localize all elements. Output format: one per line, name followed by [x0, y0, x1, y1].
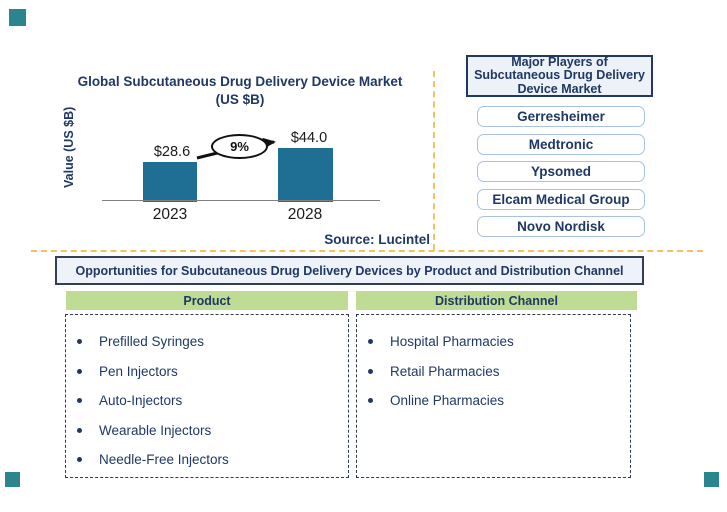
- section-divider-vertical: [433, 71, 435, 250]
- list-item: Pen Injectors: [66, 357, 348, 387]
- bullet-icon: [77, 339, 82, 345]
- bullet-icon: [77, 368, 82, 374]
- player-card-elcam-medical-group: Elcam Medical Group: [477, 189, 645, 210]
- distribution-channel-panel: Hospital Pharmacies Retail Pharmacies On…: [356, 314, 631, 478]
- player-card-medtronic: Medtronic: [477, 134, 645, 155]
- bar-2028: [278, 148, 333, 202]
- x-tick-2028: 2028: [287, 206, 323, 223]
- major-players-title-line1: Major Players of: [511, 54, 608, 69]
- product-item-label: Prefilled Syringes: [99, 334, 205, 350]
- major-players-title: Major Players of Subcutaneous Drug Deliv…: [466, 55, 653, 97]
- list-item: Hospital Pharmacies: [357, 327, 630, 357]
- growth-rate-oval: 9%: [211, 134, 268, 159]
- bullet-icon: [368, 339, 373, 345]
- bullet-icon: [368, 398, 373, 404]
- product-list: Prefilled Syringes Pen Injectors Auto-In…: [66, 315, 348, 475]
- x-tick-2023: 2023: [152, 206, 188, 223]
- opportunities-banner: Opportunities for Subcutaneous Drug Deli…: [55, 256, 644, 285]
- product-item-label: Wearable Injectors: [99, 422, 212, 438]
- player-card-ypsomed: Ypsomed: [477, 161, 645, 182]
- product-header: Product: [66, 291, 348, 310]
- corner-accent-square-bottom-left: [5, 472, 20, 487]
- chart-title: Global Subcutaneous Drug Delivery Device…: [77, 74, 403, 89]
- corner-accent-square-top-left: [9, 9, 26, 26]
- player-card-gerresheimer: Gerresheimer: [477, 106, 645, 127]
- distribution-item-label: Online Pharmacies: [390, 393, 505, 409]
- x-axis-line: [102, 200, 380, 201]
- y-axis-label: Value (US $B): [62, 106, 76, 188]
- major-players-title-line2: Subcutaneous Drug Delivery: [474, 68, 645, 83]
- list-item: Auto-Injectors: [66, 386, 348, 416]
- bar-value-label-2028: $44.0: [290, 130, 328, 146]
- product-item-label: Auto-Injectors: [99, 393, 183, 409]
- list-item: Needle-Free Injectors: [66, 445, 348, 475]
- list-item: Prefilled Syringes: [66, 327, 348, 357]
- list-item: Retail Pharmacies: [357, 357, 630, 387]
- product-panel: Prefilled Syringes Pen Injectors Auto-In…: [65, 314, 349, 478]
- section-divider-horizontal: [31, 250, 703, 252]
- bullet-icon: [77, 457, 82, 463]
- bullet-icon: [77, 427, 82, 433]
- corner-accent-square-bottom-right: [704, 472, 719, 487]
- bar-value-label-2023: $28.6: [153, 144, 191, 160]
- list-item: Wearable Injectors: [66, 416, 348, 446]
- source-note: Source: Lucintel: [324, 232, 430, 247]
- distribution-channel-header: Distribution Channel: [356, 291, 637, 310]
- bar-2023: [143, 162, 197, 202]
- bullet-icon: [77, 398, 82, 404]
- distribution-item-label: Retail Pharmacies: [390, 363, 500, 379]
- bullet-icon: [368, 368, 373, 374]
- growth-rate-label: 9%: [230, 139, 249, 154]
- player-card-novo-nordisk: Novo Nordisk: [477, 216, 645, 237]
- chart-subtitle: (US $B): [215, 92, 265, 107]
- product-item-label: Pen Injectors: [99, 363, 178, 379]
- product-item-label: Needle-Free Injectors: [99, 452, 229, 468]
- distribution-item-label: Hospital Pharmacies: [390, 334, 514, 350]
- list-item: Online Pharmacies: [357, 386, 630, 416]
- distribution-channel-list: Hospital Pharmacies Retail Pharmacies On…: [357, 315, 630, 416]
- major-players-title-line3: Device Market: [517, 81, 602, 96]
